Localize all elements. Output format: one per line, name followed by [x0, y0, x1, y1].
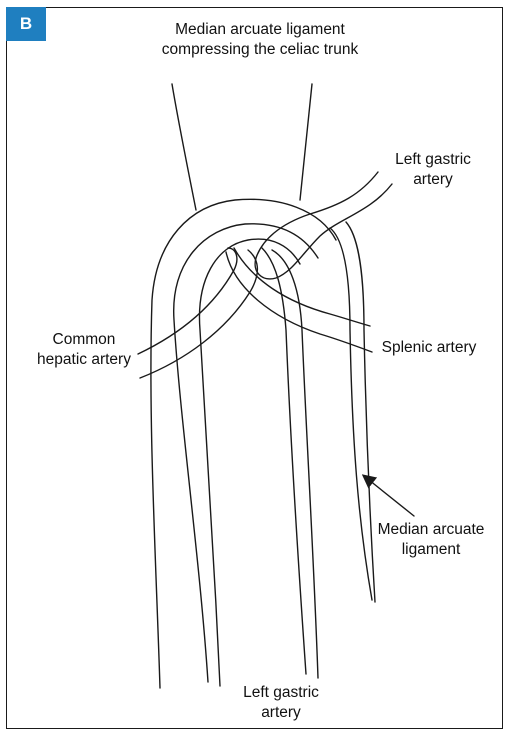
- trunk-inner-b: [262, 248, 306, 674]
- common-hepatic-label: Common hepatic artery: [28, 330, 140, 370]
- mal-line1: Median arcuate: [372, 520, 490, 540]
- mal-pointer-arrow: [364, 476, 414, 516]
- left-gastric-bottom-line1: Left gastric: [226, 683, 336, 703]
- common-hepatic-line2: hepatic artery: [28, 350, 140, 370]
- mal-line2: ligament: [372, 540, 490, 560]
- common-hepatic-branch-a: [138, 248, 237, 354]
- left-gastric-top-line1: Left gastric: [378, 150, 488, 170]
- left-gastric-bottom-label: Left gastric artery: [226, 683, 336, 723]
- top-title-label: Median arcuate ligament compressing the …: [150, 20, 370, 60]
- top-title-line2: compressing the celiac trunk: [150, 40, 370, 60]
- left-gastric-top-line2: artery: [378, 170, 488, 190]
- trunk-outer-left-b: [174, 224, 318, 682]
- common-hepatic-line1: Common: [28, 330, 140, 350]
- top-title-line1: Median arcuate ligament: [150, 20, 370, 40]
- median-arcuate-ligament-label: Median arcuate ligament: [372, 520, 490, 560]
- trunk-outer-left-a: [151, 199, 336, 688]
- left-gastric-top-label: Left gastric artery: [378, 150, 488, 190]
- trunk-inner-a: [199, 239, 300, 686]
- splenic-line: Splenic artery: [374, 338, 484, 358]
- left-gastric-branch-a: [255, 172, 392, 279]
- splenic-artery-label: Splenic artery: [374, 338, 484, 358]
- ligament-fiber-left: [172, 84, 196, 210]
- trunk-right-a: [272, 250, 318, 678]
- ligament-fiber-right: [300, 84, 312, 200]
- trunk-right-c: [346, 222, 375, 602]
- left-gastric-bottom-line2: artery: [226, 703, 336, 723]
